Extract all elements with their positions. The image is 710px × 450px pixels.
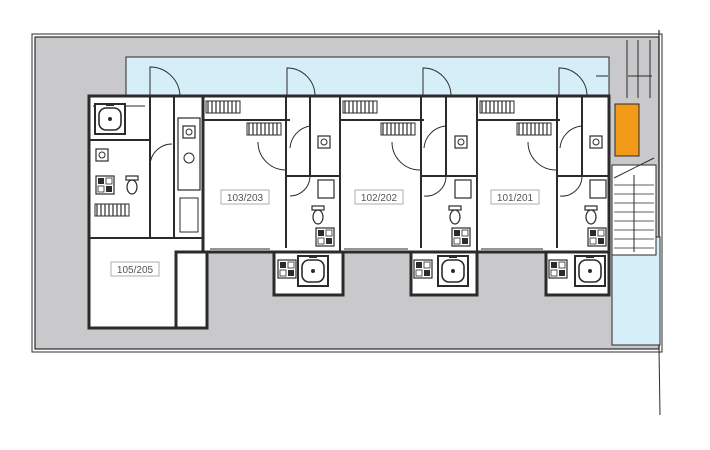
toilet-icon [584, 205, 598, 225]
shelf-icon [342, 100, 378, 114]
unit-label-103: 103/203 [220, 189, 270, 205]
sink-icon [95, 148, 109, 162]
washer-icon [451, 227, 471, 247]
toilet-icon [311, 205, 325, 225]
door-swing-icon [149, 66, 588, 97]
unit-label-101: 101/201 [490, 189, 540, 205]
svg-text:105/205: 105/205 [117, 265, 154, 276]
washer-icon [95, 175, 115, 195]
washer-icon [587, 227, 607, 247]
meter-box-icon [614, 103, 640, 157]
bathtub-icon [574, 254, 606, 287]
upper-walkway [125, 56, 610, 98]
washbasin-icon [589, 179, 607, 199]
site-outer-border [31, 33, 663, 353]
sink-icon [589, 135, 603, 149]
interior-partitions [89, 96, 609, 252]
shelf-icon [205, 100, 241, 114]
property-line [658, 347, 661, 416]
unit-label-105: 105/205 [110, 261, 160, 277]
sink-icon [454, 135, 468, 149]
svg-text:101/201: 101/201 [497, 193, 534, 204]
washbasin-icon [317, 179, 335, 199]
bathtub-icon [297, 254, 329, 287]
stair-icon [611, 157, 657, 256]
washer-icon [548, 259, 568, 279]
kitchen-counter [177, 117, 201, 191]
svg-text:103/203: 103/203 [227, 193, 264, 204]
stair-icon [179, 197, 199, 233]
shelf-icon [479, 100, 515, 114]
shelf-icon [246, 122, 282, 136]
shelf-icon [380, 122, 416, 136]
bathtub-icon [437, 254, 469, 287]
door-swing-icon [149, 125, 583, 197]
washbasin-icon [454, 179, 472, 199]
washer-icon [277, 259, 297, 279]
shelf-icon [516, 122, 552, 136]
unit-label-102: 102/202 [354, 189, 404, 205]
shelf-icon [94, 203, 130, 217]
bathtub-icon [94, 102, 126, 135]
washer-icon [315, 227, 335, 247]
washer-icon [413, 259, 433, 279]
sink-icon [317, 135, 331, 149]
svg-text:102/202: 102/202 [361, 193, 398, 204]
toilet-icon [125, 175, 139, 195]
toilet-icon [448, 205, 462, 225]
